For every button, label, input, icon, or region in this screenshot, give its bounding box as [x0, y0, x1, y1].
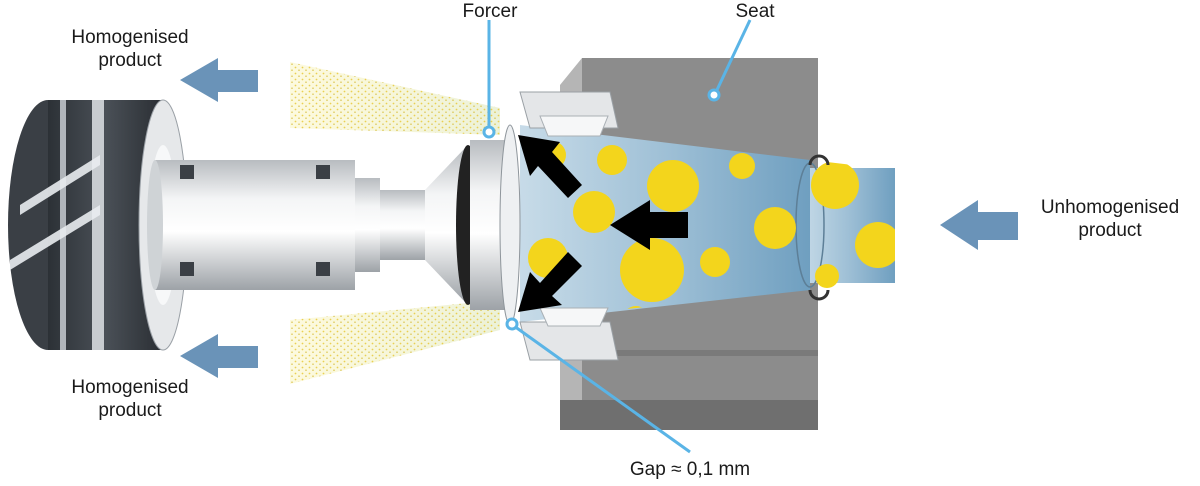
globule: [620, 238, 684, 302]
fluid-channel: [520, 125, 895, 322]
globule: [597, 145, 627, 175]
label-homogenised-top: Homogenised product: [40, 26, 220, 72]
label-line: product: [1025, 219, 1195, 242]
globule: [573, 191, 615, 233]
label-line: Homogenised: [40, 376, 220, 399]
globule: [855, 222, 901, 268]
label-seat: Seat: [720, 0, 790, 23]
label-line: product: [40, 49, 220, 72]
flow-arrow-right: [940, 200, 1018, 250]
label-line: Unhomogenised: [1025, 196, 1195, 219]
globule: [700, 247, 730, 277]
label-unhomogenised: Unhomogenised product: [1025, 196, 1195, 242]
globule: [815, 264, 839, 288]
label-line: Homogenised: [40, 26, 220, 49]
label-forcer: Forcer: [445, 0, 535, 23]
globule: [729, 153, 755, 179]
label-gap: Gap ≈ 0,1 mm: [610, 458, 770, 481]
globule: [647, 160, 699, 212]
globule: [754, 207, 796, 249]
flow-arrow-bottom-left: [180, 334, 258, 378]
label-line: product: [40, 399, 220, 422]
globule: [811, 161, 859, 209]
label-homogenised-bottom: Homogenised product: [40, 376, 220, 422]
